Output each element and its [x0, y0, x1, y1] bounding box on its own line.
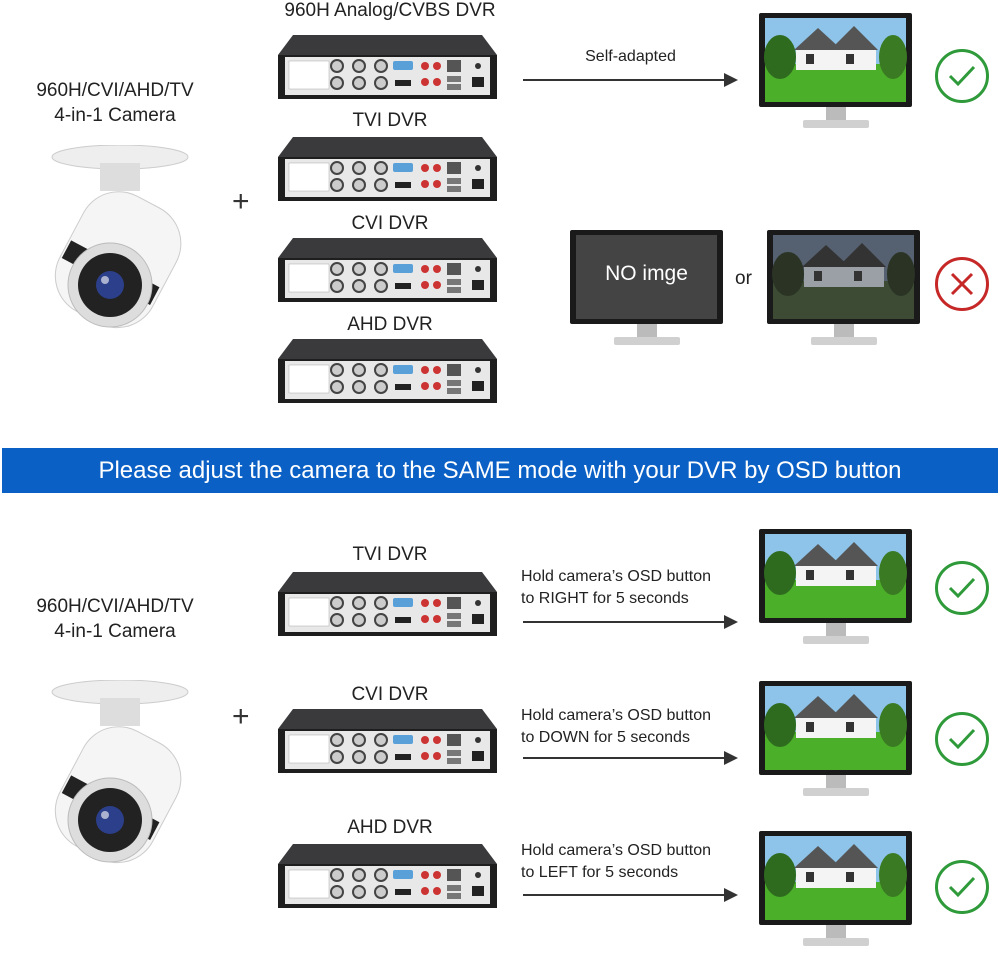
no-image-text: NO imge [605, 262, 688, 285]
instruction-line1: Hold camera’s OSD button [521, 842, 712, 859]
dvr-image [275, 707, 500, 784]
monitor-image [758, 528, 914, 655]
dvr-label: CVI DVR [351, 213, 429, 234]
dvr-label: TVI DVR [352, 544, 428, 565]
osd-instruction: Hold camera’s OSD button to LEFT for 5 se… [521, 840, 711, 884]
arrow [523, 73, 738, 87]
camera-label-line1: 960H/CVI/AHD/TV [36, 596, 194, 617]
camera-label-line2: 4-in-1 Camera [54, 621, 176, 642]
dvr-label: AHD DVR [347, 817, 433, 838]
check-circle-icon [935, 561, 989, 615]
arrow [523, 751, 738, 765]
check-circle-icon [935, 860, 989, 914]
instruction-line2: to LEFT for 5 seconds [521, 864, 679, 881]
check-circle-icon [935, 49, 989, 103]
camera-label: 960H/CVI/AHD/TV 4-in-1 Camera [15, 594, 215, 644]
or-text: or [735, 268, 752, 289]
dvr-image [275, 842, 500, 919]
dvr-image [275, 570, 500, 647]
monitor-image [758, 830, 914, 957]
self-adapted-note: Self-adapted [585, 48, 676, 65]
plus-sign: + [232, 185, 250, 218]
monitor-no-image [569, 229, 725, 356]
monitor-image [758, 680, 914, 807]
dvr-image [275, 33, 500, 110]
osd-instruction: Hold camera’s OSD button to RIGHT for 5 s… [521, 566, 711, 610]
camera-image [30, 679, 215, 885]
instruction-line1: Hold camera’s OSD button [521, 707, 712, 724]
instruction-line2: to DOWN for 5 seconds [521, 729, 690, 746]
monitor-dark-image [766, 229, 922, 356]
osd-instruction: Hold camera’s OSD button to DOWN for 5 se… [521, 705, 711, 749]
instruction-line1: Hold camera’s OSD button [521, 568, 712, 585]
dvr-label: 960H Analog/CVBS DVR [284, 0, 496, 21]
dvr-image [275, 337, 500, 414]
camera-image [30, 144, 215, 350]
x-circle-icon [935, 257, 989, 311]
check-circle-icon [935, 712, 989, 766]
camera-label-line1: 960H/CVI/AHD/TV [36, 80, 194, 101]
arrow [523, 615, 738, 629]
plus-sign: + [232, 700, 250, 733]
dvr-label: AHD DVR [347, 314, 433, 335]
monitor-image [758, 12, 914, 139]
arrow [523, 888, 738, 902]
dvr-image [275, 236, 500, 313]
dvr-label: TVI DVR [352, 110, 428, 131]
camera-label: 960H/CVI/AHD/TV 4-in-1 Camera [15, 78, 215, 128]
dvr-image [275, 135, 500, 212]
instruction-line2: to RIGHT for 5 seconds [521, 590, 689, 607]
camera-label-line2: 4-in-1 Camera [54, 105, 176, 126]
instruction-banner: Please adjust the camera to the SAME mod… [2, 448, 998, 493]
dvr-label: CVI DVR [351, 684, 429, 705]
